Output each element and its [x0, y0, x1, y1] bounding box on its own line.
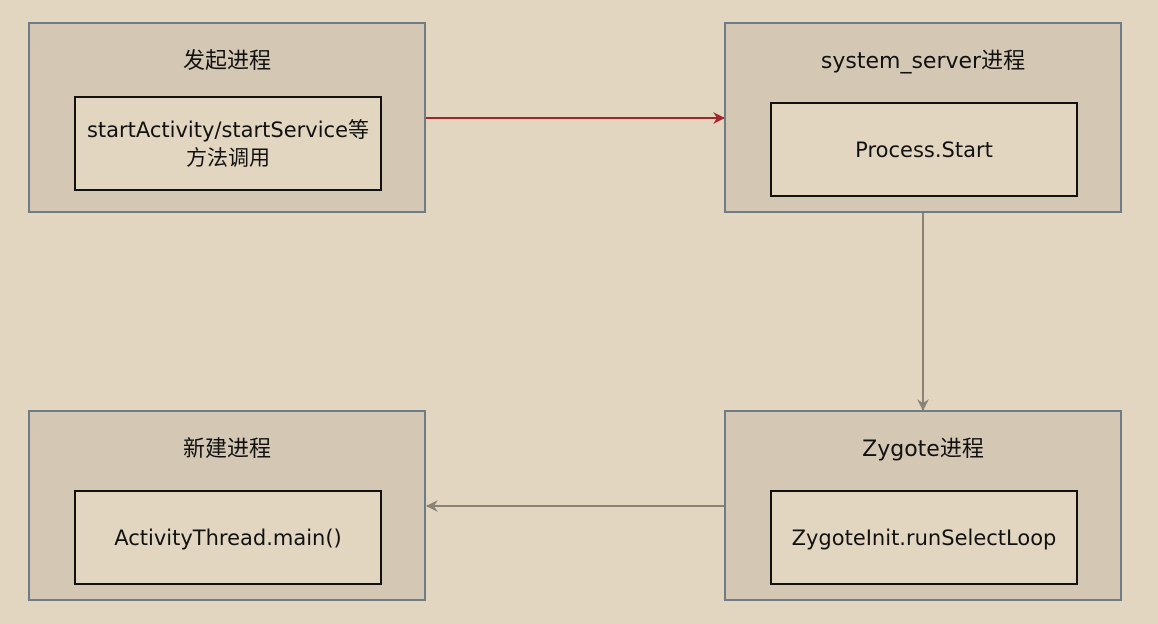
activity-thread-main-box: ActivityThread.main(): [74, 490, 382, 585]
zygote-process-box: Zygote进程 ZygoteInit.runSelectLoop: [724, 410, 1122, 601]
activity-thread-main-label: ActivityThread.main(): [114, 525, 342, 550]
method-call-line-2: 方法调用: [185, 145, 270, 170]
zygote-init-label: ZygoteInit.runSelectLoop: [791, 525, 1057, 550]
process-start-label: Process.Start: [855, 137, 993, 162]
method-call-line-1: startActivity/startService等: [86, 117, 370, 142]
process-start-box: Process.Start: [770, 102, 1078, 197]
zygote-process-title: Zygote进程: [862, 437, 984, 462]
method-call-box: startActivity/startService等 方法调用: [74, 96, 382, 191]
new-process-box: 新建进程 ActivityThread.main(): [28, 410, 426, 601]
method-call-label: startActivity/startService等 方法调用: [87, 116, 369, 172]
new-process-title: 新建进程: [182, 437, 271, 462]
initiating-process-box: 发起进程 startActivity/startService等 方法调用: [28, 22, 426, 213]
system-server-process-title: system_server进程: [820, 49, 1026, 74]
initiating-process-title: 发起进程: [182, 49, 271, 74]
system-server-process-box: system_server进程 Process.Start: [724, 22, 1122, 213]
zygote-init-box: ZygoteInit.runSelectLoop: [770, 490, 1078, 585]
